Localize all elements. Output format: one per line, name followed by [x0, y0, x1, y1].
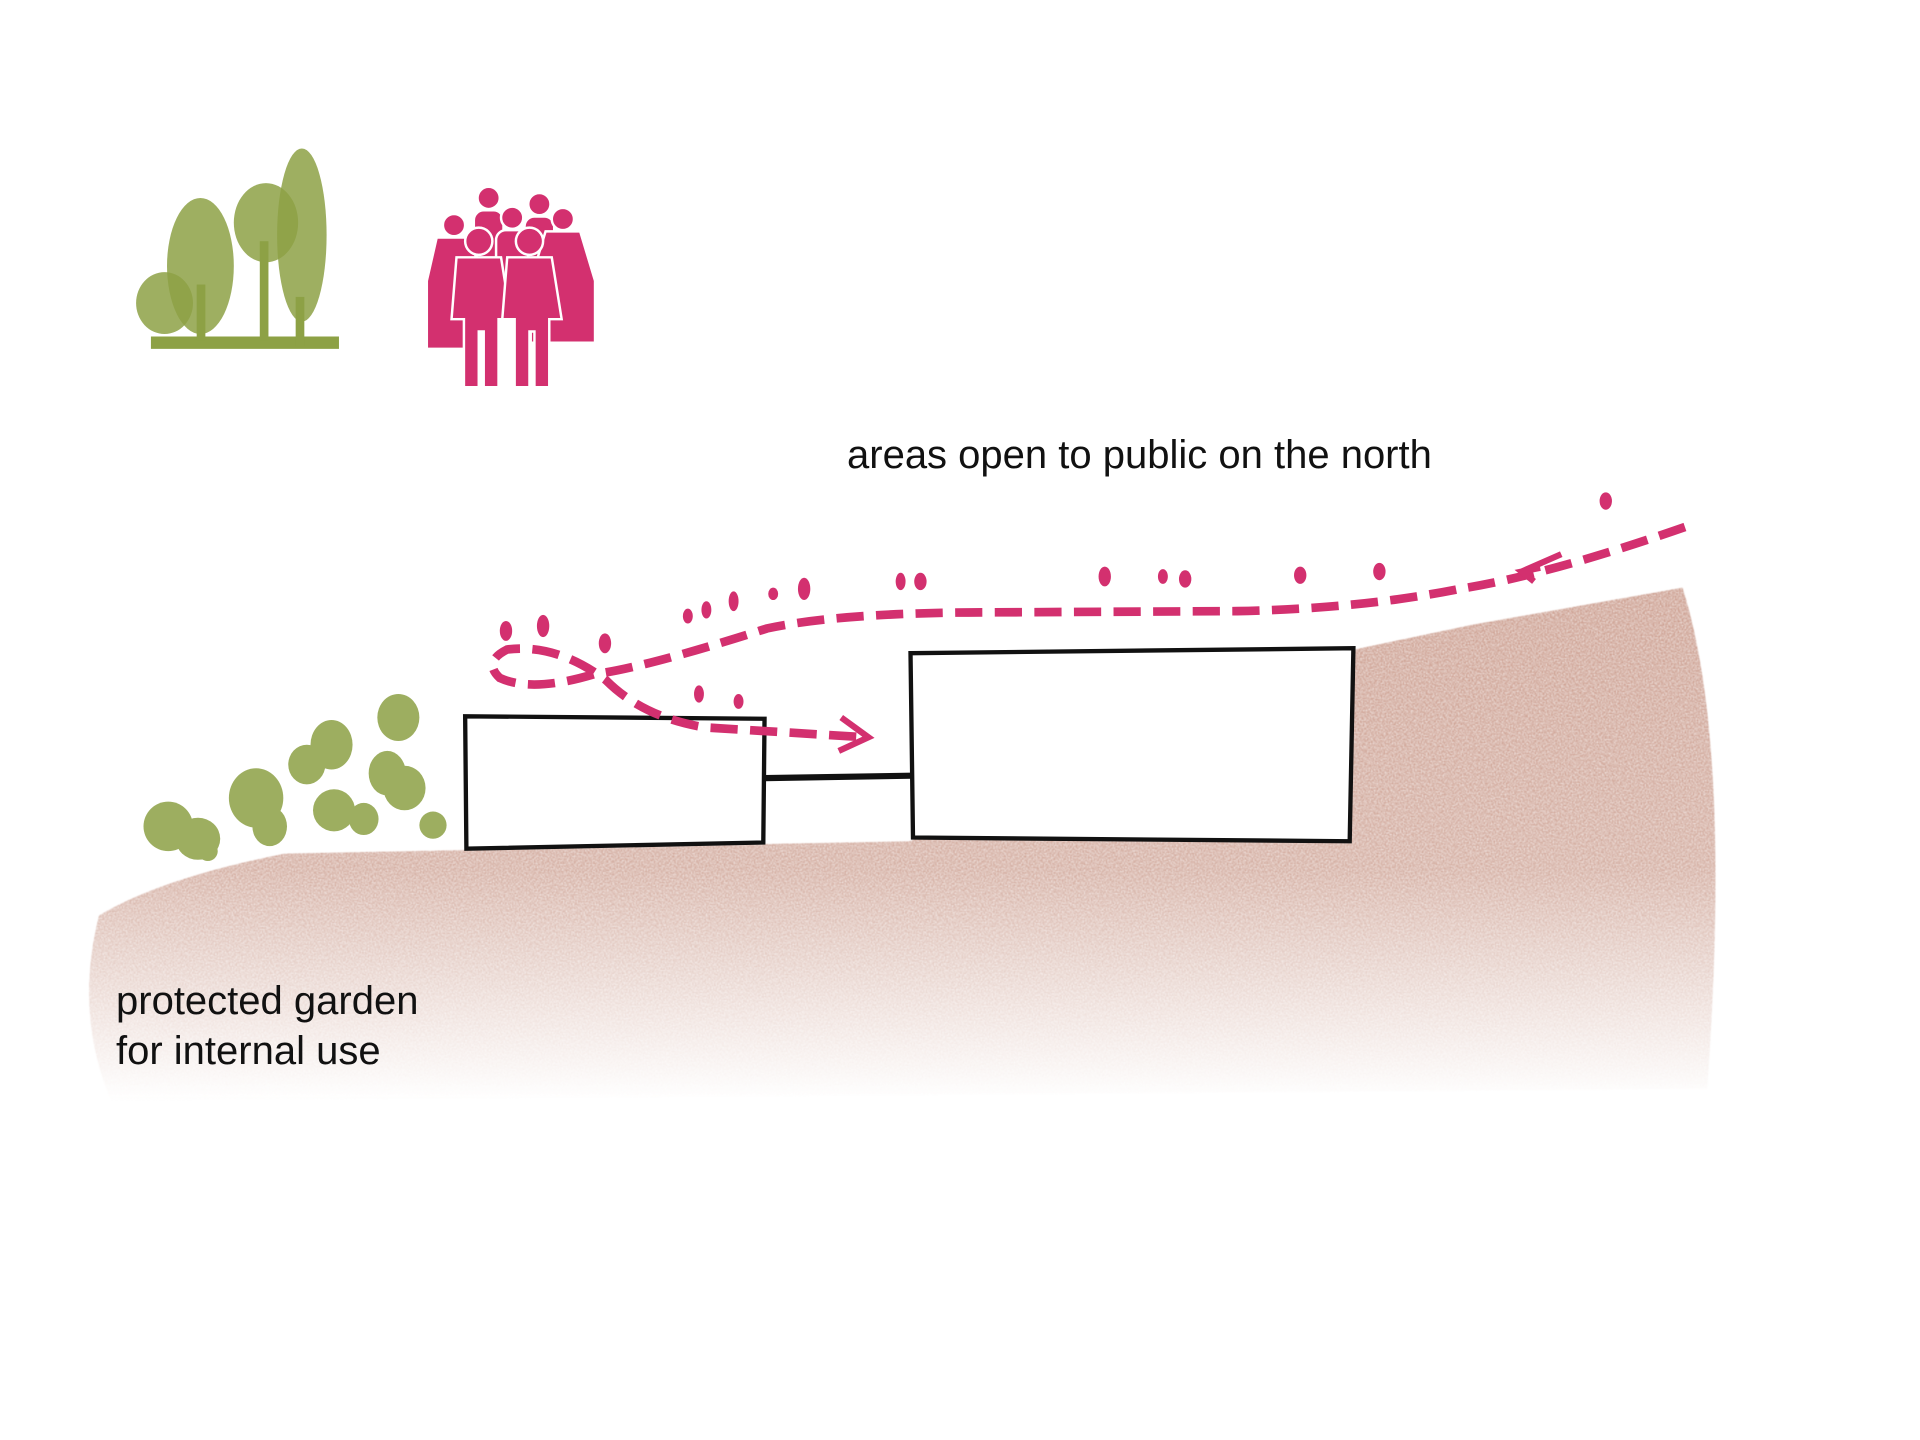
crowd-icon [425, 185, 597, 389]
people-dots [499, 492, 1612, 709]
garden-label-line2: for internal use [116, 1029, 381, 1073]
public-area-label: areas open to public on the north [847, 433, 1432, 477]
public-circulation-path [488, 522, 1687, 754]
large-building [908, 646, 1356, 844]
garden-label-line1: protected garden [116, 979, 419, 1023]
trees-icon [136, 148, 339, 349]
connector-bridge [764, 772, 912, 782]
buildings [462, 646, 1356, 851]
garden-shrubs [143, 694, 447, 862]
small-building [462, 714, 767, 851]
